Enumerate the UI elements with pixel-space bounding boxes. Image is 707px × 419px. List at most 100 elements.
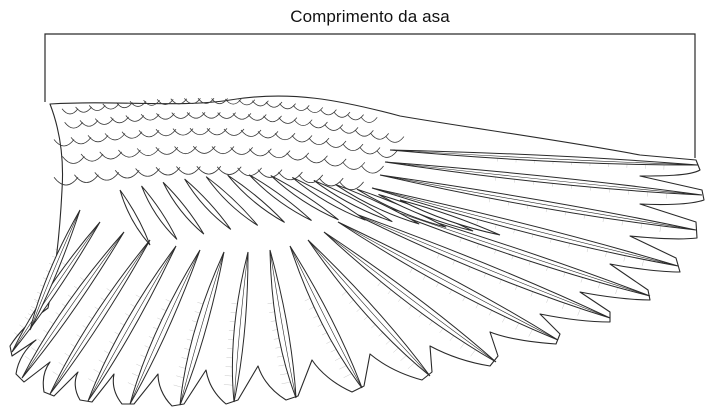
covert-scale <box>171 112 191 119</box>
covert-scale <box>87 135 109 143</box>
covert-scale <box>274 133 296 141</box>
covert-scale <box>53 176 79 186</box>
secondary-covert <box>399 199 501 236</box>
flight-feather <box>379 174 697 231</box>
flight-feather <box>389 149 699 166</box>
feather-shaft <box>23 231 125 376</box>
feather-shaft <box>337 221 554 338</box>
covert-scale <box>53 139 75 147</box>
feather-shaft <box>371 187 672 265</box>
secondary-covert <box>335 183 420 225</box>
covert-scale <box>265 101 283 108</box>
covert-scale <box>237 167 262 177</box>
secondary-covert <box>162 181 205 235</box>
covert-scale <box>278 171 303 181</box>
secondary-covert <box>313 180 393 223</box>
flight-feather <box>21 231 125 379</box>
flight-feather <box>29 209 81 331</box>
covert-scale <box>75 106 92 113</box>
covert-scale <box>110 116 129 124</box>
covert-scale <box>333 111 351 118</box>
feather-shaft <box>361 199 645 295</box>
covert-scale <box>318 177 344 187</box>
covert-scale <box>192 146 216 154</box>
covert-scale <box>88 105 106 112</box>
covert-scale <box>135 168 160 177</box>
covert-scale <box>291 135 313 143</box>
covert-scale <box>99 151 123 160</box>
covert-scale <box>279 103 296 110</box>
flight-feather <box>289 245 363 389</box>
covert-scale <box>216 166 242 175</box>
covert-scale <box>94 172 120 181</box>
covert-scale <box>116 102 133 109</box>
covert-scale <box>293 119 313 126</box>
covert-scale <box>385 136 405 143</box>
flight-feather <box>269 249 297 399</box>
flight-feather <box>323 231 497 363</box>
covert-scale <box>324 124 344 131</box>
covert-scale <box>370 133 389 140</box>
covert-feathers <box>53 98 405 191</box>
feather-shaft <box>349 211 605 317</box>
covert-scale <box>79 120 99 127</box>
secondary-covert <box>141 185 178 240</box>
feather-shaft <box>384 161 696 195</box>
secondary-covert <box>270 175 339 221</box>
feather-shaft <box>89 245 177 399</box>
flight-feather <box>384 161 703 196</box>
covert-scale <box>306 107 324 114</box>
covert-scale <box>342 162 366 170</box>
flight-feather <box>129 249 201 405</box>
covert-scale <box>136 148 160 156</box>
covert-scale <box>121 131 143 139</box>
covert-scale <box>292 105 310 111</box>
feather-shaft <box>30 209 81 328</box>
covert-scale <box>155 129 177 137</box>
feather-shaft <box>389 149 692 165</box>
covert-scale <box>61 108 79 115</box>
feather-shaft <box>51 239 151 392</box>
covert-scale <box>249 148 272 157</box>
covert-scale <box>129 100 147 107</box>
covert-scale <box>252 100 269 107</box>
covert-scale <box>62 156 85 164</box>
covert-scale <box>230 147 253 155</box>
covert-scale <box>64 122 83 129</box>
flight-feather <box>49 239 151 395</box>
covert-scale <box>267 150 291 159</box>
feather-shaft <box>233 251 249 400</box>
secondary-covert <box>205 176 259 226</box>
covert-scale <box>104 133 126 141</box>
covert-scale <box>308 137 330 146</box>
wing-outline <box>9 95 705 407</box>
covert-scale <box>257 131 279 139</box>
feather-shaft <box>180 251 225 403</box>
secondary-covert <box>119 189 151 246</box>
measurement-bracket <box>44 33 696 158</box>
covert-scale <box>102 103 120 110</box>
covert-scale <box>247 114 267 121</box>
covert-scale <box>196 166 222 175</box>
feather-shaft <box>379 174 690 230</box>
covert-scale <box>360 117 378 123</box>
covert-scale <box>94 118 114 125</box>
covert-scale <box>125 115 145 122</box>
covert-scale <box>156 113 175 120</box>
feather-shaft <box>323 231 493 360</box>
covert-scale <box>155 166 181 176</box>
covert-scale <box>320 109 337 116</box>
covert-scale <box>325 140 347 148</box>
covert-scale <box>74 174 99 183</box>
covert-scale <box>263 115 282 123</box>
covert-scale <box>286 152 310 161</box>
covert-scale <box>240 129 262 137</box>
covert-scale <box>118 149 141 158</box>
covert-scale <box>257 169 283 178</box>
covert-scale <box>223 128 245 136</box>
covert-scale <box>305 155 328 164</box>
covert-scale <box>278 117 298 124</box>
covert-scale <box>339 127 359 134</box>
secondary-covert <box>248 174 312 221</box>
covert-scale <box>342 143 364 152</box>
